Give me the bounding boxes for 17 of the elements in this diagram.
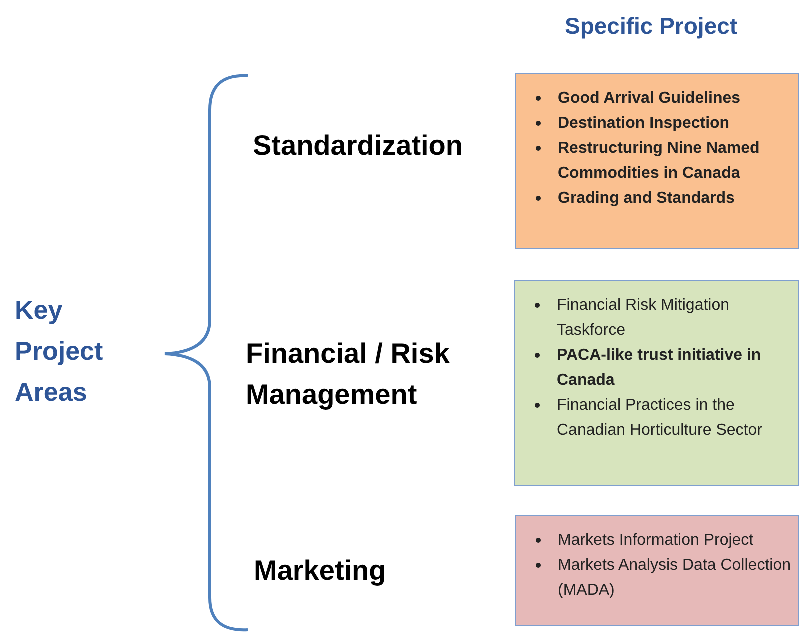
side-heading: Key Project Areas [15, 294, 104, 409]
project-item: Markets Analysis Data Collection (MADA) [558, 557, 791, 599]
project-item: Financial Practices in the Canadian Horticulture Sector [557, 397, 762, 439]
project-box [515, 515, 799, 626]
area-heading: Standardization [253, 129, 464, 163]
project-box [514, 280, 799, 486]
area-heading: Financial / Risk Management [246, 337, 451, 412]
project-item: Restructuring Nine Named Commodities in Canada [558, 140, 760, 182]
area-heading: Marketing [254, 554, 388, 588]
project-item: Grading and Standards [558, 190, 735, 207]
column-heading: Specific Project [565, 12, 739, 41]
project-item: Financial Risk Mitigation Taskforce [557, 297, 730, 339]
project-box [515, 73, 799, 249]
project-item: Destination Inspection [558, 115, 730, 132]
project-item: Good Arrival Guidelines [558, 90, 741, 107]
project-item: Markets Information Project [558, 532, 754, 549]
project-item: PACA-like trust initiative in Canada [557, 347, 762, 389]
